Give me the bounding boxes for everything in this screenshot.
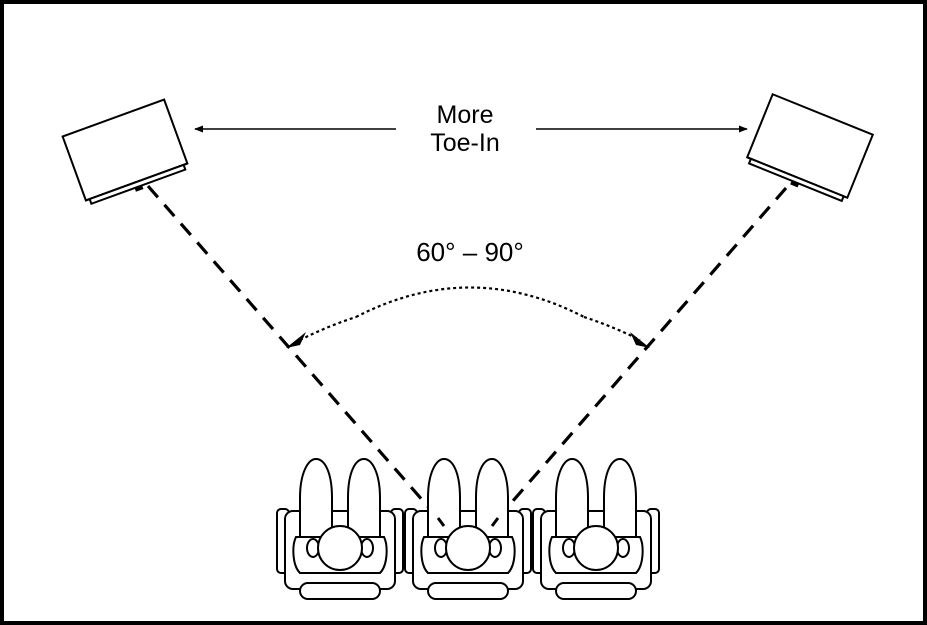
toe-in-line-2: Toe-In	[430, 129, 500, 157]
center-ear-mark-right	[490, 517, 500, 527]
angle-arc-tail-left	[299, 315, 357, 341]
angle-arc-head-left	[286, 332, 306, 348]
right-sight-line	[496, 186, 788, 520]
angle-arc	[355, 286, 585, 318]
center-ear-mark-left	[436, 517, 446, 527]
toe-in-line-1: More	[436, 101, 494, 129]
right-speaker	[745, 92, 875, 203]
toe-in-label: More Toe-In	[396, 101, 534, 157]
left-speaker	[61, 98, 189, 206]
angle-arc-tail-right	[583, 315, 641, 341]
angle-range-label: 60° – 90°	[416, 237, 524, 267]
